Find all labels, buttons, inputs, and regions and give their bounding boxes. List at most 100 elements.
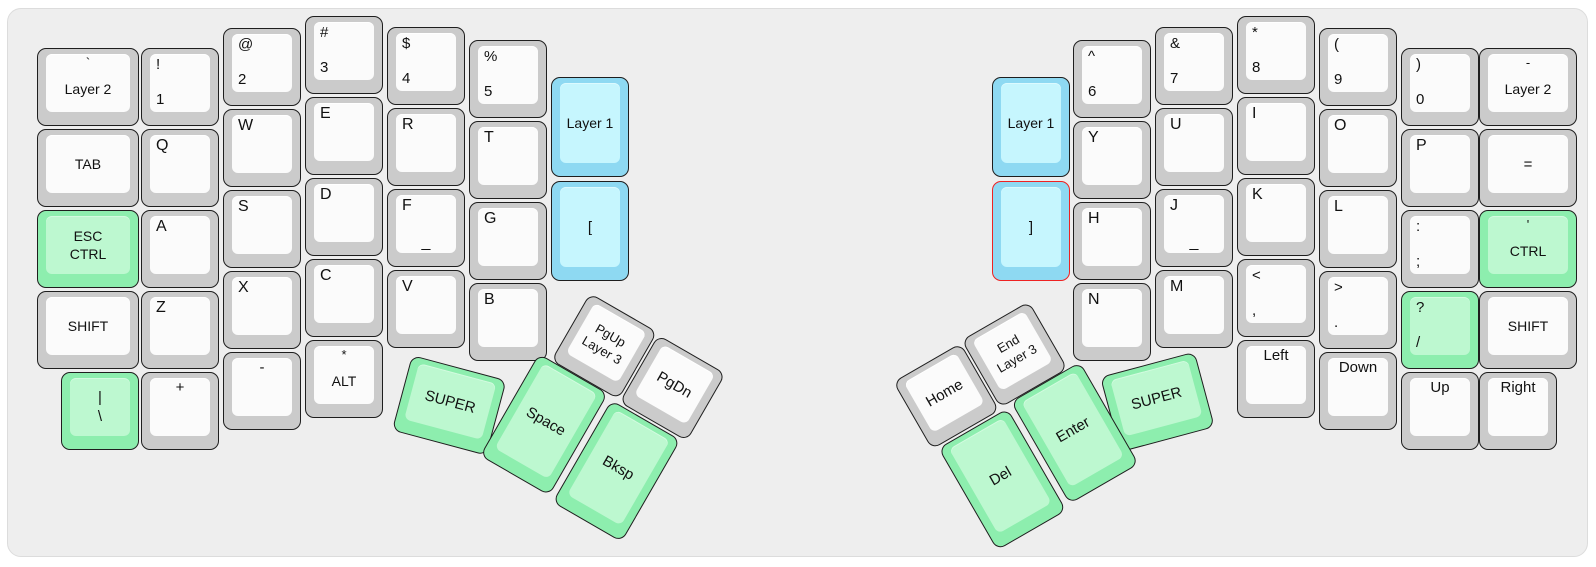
key-k[interactable]: K (1237, 178, 1315, 256)
keycap-top: :; (1410, 216, 1470, 274)
key-t[interactable]: T (469, 121, 547, 199)
key-4[interactable]: $4 (387, 27, 465, 105)
key-label: Layer 2 (64, 81, 112, 97)
key-8[interactable]: *8 (1237, 16, 1315, 94)
key-q[interactable]: Q (141, 129, 219, 207)
key-r[interactable]: R (387, 108, 465, 186)
key-label: J (1170, 197, 1178, 214)
key-arrow-right[interactable]: Right (1479, 372, 1557, 450)
key-label: T (484, 129, 494, 146)
key-3[interactable]: #3 (305, 16, 383, 94)
key-label: 8 (1252, 59, 1261, 76)
key-7[interactable]: &7 (1155, 27, 1233, 105)
key-label-group: SUPER (404, 363, 496, 440)
keycap-top: V (396, 276, 456, 334)
key-label-group: [ (560, 187, 620, 267)
key-shift-left[interactable]: SHIFT (37, 291, 139, 369)
key-y[interactable]: Y (1073, 121, 1151, 199)
key-label: : (1416, 218, 1421, 235)
key-comma[interactable]: <, (1237, 259, 1315, 337)
key-2[interactable]: @2 (223, 28, 301, 106)
key-pipe-backslash[interactable]: |\ (61, 372, 139, 450)
key-u[interactable]: U (1155, 108, 1233, 186)
key-0[interactable]: )0 (1401, 48, 1479, 126)
key-6[interactable]: ^6 (1073, 40, 1151, 118)
keycap-top: X (232, 277, 292, 335)
key-shift-right[interactable]: SHIFT (1479, 291, 1577, 369)
key-label: B (484, 291, 495, 308)
key-label: ) (1416, 56, 1421, 73)
keycap-top: S (232, 196, 292, 254)
key-b[interactable]: B (469, 283, 547, 361)
key-layer1-left[interactable]: Layer 1 (551, 77, 629, 177)
key-label: $ (402, 35, 411, 52)
key-e[interactable]: E (305, 97, 383, 175)
key-z[interactable]: Z (141, 291, 219, 369)
key-star-alt[interactable]: *ALT (305, 340, 383, 418)
key-label: = (1523, 155, 1533, 173)
key-i[interactable]: I (1237, 97, 1315, 175)
key-label: K (1252, 186, 1263, 203)
key-equals[interactable]: = (1479, 129, 1577, 207)
key-rbracket[interactable]: ] (992, 181, 1070, 281)
key-label: Down (1338, 359, 1378, 376)
key-minus-left[interactable]: - (223, 352, 301, 430)
key-arrow-down[interactable]: Down (1319, 352, 1397, 430)
key-g[interactable]: G (469, 202, 547, 280)
key-label: \ (97, 408, 103, 425)
key-h[interactable]: H (1073, 202, 1151, 280)
key-o[interactable]: O (1319, 109, 1397, 187)
key-tab[interactable]: TAB (37, 129, 139, 207)
key-s[interactable]: S (223, 190, 301, 268)
key-label: CTRL (1509, 243, 1547, 259)
key-v[interactable]: V (387, 270, 465, 348)
key-l[interactable]: L (1319, 190, 1397, 268)
key-label-group: CTRL (1488, 216, 1568, 274)
key-label: ! (156, 56, 161, 73)
keycap-top: `Layer 2 (46, 54, 130, 112)
key-label: Y (1088, 129, 1099, 146)
key-x[interactable]: X (223, 271, 301, 349)
key-label: ESC (73, 228, 103, 244)
key-label: P (1416, 137, 1427, 154)
key-1[interactable]: !1 (141, 48, 219, 126)
keycap-top: %5 (478, 46, 538, 104)
keycap-top: !1 (150, 54, 210, 112)
key-layer2-left[interactable]: `Layer 2 (37, 48, 139, 126)
key-quote-ctrl[interactable]: 'CTRL (1479, 210, 1577, 288)
key-c[interactable]: C (305, 259, 383, 337)
key-n[interactable]: N (1073, 283, 1151, 361)
key-9[interactable]: (9 (1319, 28, 1397, 106)
keycap-top: Up (1410, 378, 1470, 436)
key-lbracket[interactable]: [ (551, 181, 629, 281)
key-f[interactable]: F_ (387, 189, 465, 267)
key-d[interactable]: D (305, 178, 383, 256)
key-label: I (1252, 105, 1257, 122)
key-semicolon[interactable]: :; (1401, 210, 1479, 288)
key-label: Home (922, 375, 966, 411)
key-plus[interactable]: + (141, 372, 219, 450)
key-label: X (238, 279, 249, 296)
key-5[interactable]: %5 (469, 40, 547, 118)
key-period[interactable]: >. (1319, 271, 1397, 349)
key-question-slash[interactable]: ?/ (1401, 291, 1479, 369)
key-label: CTRL (69, 246, 107, 262)
key-j[interactable]: J_ (1155, 189, 1233, 267)
keycap-top: Right (1488, 378, 1548, 436)
keycap-top: K (1246, 184, 1306, 242)
key-label: N (1088, 291, 1100, 308)
keycap-top: @2 (232, 34, 292, 92)
keycap-top: $4 (396, 33, 456, 91)
key-m[interactable]: M (1155, 270, 1233, 348)
keycap-top: J_ (1164, 195, 1224, 253)
key-w[interactable]: W (223, 109, 301, 187)
key-esc-ctrl[interactable]: ESC CTRL (37, 210, 139, 288)
key-arrow-up[interactable]: Up (1401, 372, 1479, 450)
key-layer2-right[interactable]: -Layer 2 (1479, 48, 1577, 126)
key-layer1-right[interactable]: Layer 1 (992, 77, 1070, 177)
key-arrow-left[interactable]: Left (1237, 340, 1315, 418)
key-p[interactable]: P (1401, 129, 1479, 207)
keycap-top: P (1410, 135, 1470, 193)
key-a[interactable]: A (141, 210, 219, 288)
key-label: 1 (156, 91, 165, 108)
